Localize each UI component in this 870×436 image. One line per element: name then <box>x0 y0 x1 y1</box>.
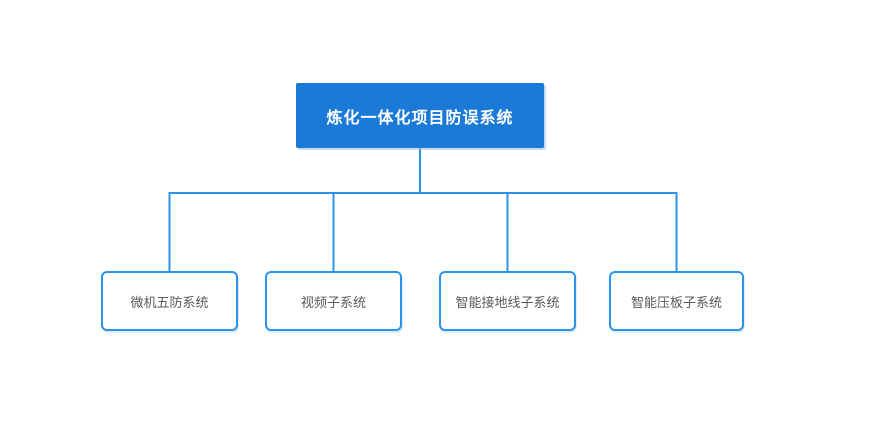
child-node-label: 智能压板子系统 <box>630 294 722 310</box>
child-node-wjwf[interactable]: 微机五防系统 <box>101 271 238 331</box>
child-node-label: 视频子系统 <box>300 294 366 310</box>
child-node-label: 微机五防系统 <box>130 294 209 310</box>
child-node-pressplate[interactable]: 智能压板子系统 <box>609 271 744 331</box>
child-node-video[interactable]: 视频子系统 <box>265 271 402 331</box>
root-node[interactable]: 炼化一体化项目防误系统 <box>296 83 544 148</box>
child-node-label: 智能接地线子系统 <box>455 294 560 310</box>
child-node-grounding[interactable]: 智能接地线子系统 <box>439 271 576 331</box>
root-node-label: 炼化一体化项目防误系统 <box>326 109 514 127</box>
